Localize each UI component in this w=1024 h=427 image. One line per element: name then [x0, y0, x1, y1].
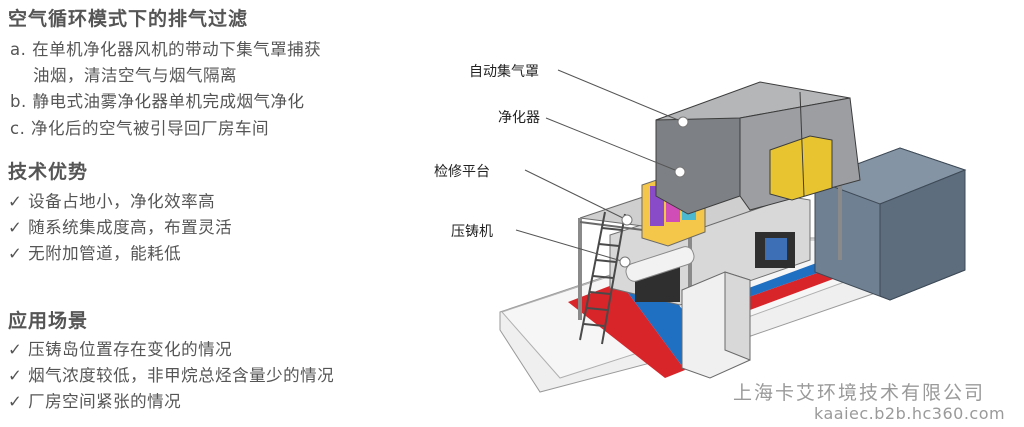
scenario-item: ✓ 压铸岛位置存在变化的情况 [8, 340, 233, 359]
platform-label: 检修平台 [434, 164, 490, 180]
callout-dot [619, 256, 631, 268]
ladder [579, 211, 626, 345]
advantages-section-title: 技术优势 [8, 161, 89, 183]
callout-dot [621, 214, 633, 226]
collection-hood-front [655, 103, 741, 215]
advantage-item: ✓ 随系统集成度高，布置灵活 [8, 218, 233, 237]
purifier-label: 净化器 [498, 110, 540, 126]
hood-label: 自动集气罩 [469, 64, 539, 80]
scenarios-section-title: 应用场景 [8, 310, 89, 332]
callout-dot [677, 116, 689, 128]
hood-yellow-panel [769, 135, 833, 201]
text-panel: 空气循环模式下的排气过滤 a. 在单机净化器风机的带动下集气罩捕获 油烟，清洁空… [0, 0, 420, 427]
equipment-illustration [499, 69, 967, 393]
red-stripe [568, 282, 685, 378]
scenario-item: ✓ 烟气浓度较低，非甲烷总烃含量少的情况 [8, 366, 335, 385]
red-stripe-right [740, 265, 852, 310]
advantage-item: ✓ 无附加管道，能耗低 [8, 244, 182, 263]
exhaust-section-title: 空气循环模式下的排气过滤 [8, 8, 249, 30]
url-watermark: kaaiec.b2b.hc360.com [814, 404, 1006, 423]
machine-label: 压铸机 [451, 224, 493, 240]
exhaust-item-a-cont: 油烟，清洁空气与烟气隔离 [33, 66, 237, 85]
machine-window [765, 238, 787, 260]
exhaust-item-c: c. 净化后的空气被引导回厂房车间 [10, 119, 270, 138]
company-watermark: 上海卡艾环境技术有限公司 [733, 382, 986, 404]
die-casting-machine-side [879, 169, 966, 301]
exhaust-item-a: a. 在单机净化器风机的带动下集气罩捕获 [10, 40, 322, 59]
scenario-item: ✓ 厂房空间紧张的情况 [8, 392, 182, 411]
callout-dot [674, 166, 686, 178]
pipe [625, 246, 695, 282]
exhaust-item-b: b. 静电式油雾净化器单机完成烟气净化 [10, 92, 305, 111]
advantage-item: ✓ 设备占地小，净化效率高 [8, 192, 216, 211]
electrical-cabinet-side [724, 271, 751, 361]
